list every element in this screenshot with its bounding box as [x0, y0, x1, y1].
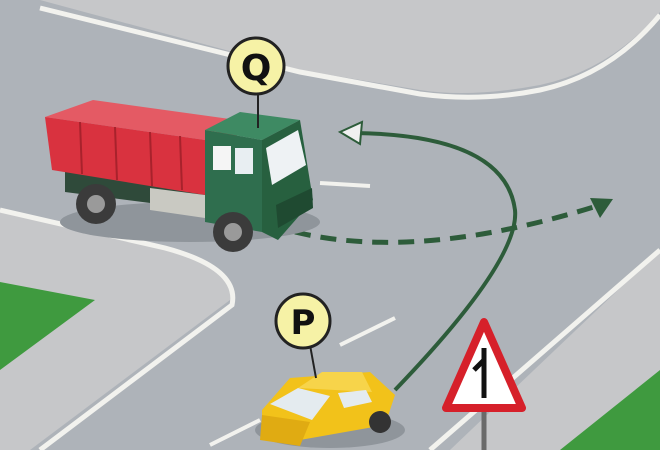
truck-side-window-1: [213, 146, 231, 170]
car-wheel-rear: [369, 411, 391, 433]
car-label: P: [291, 303, 316, 343]
truck-side-window-2: [235, 148, 253, 174]
truck-q: [45, 100, 320, 252]
truck-label: Q: [241, 48, 272, 89]
